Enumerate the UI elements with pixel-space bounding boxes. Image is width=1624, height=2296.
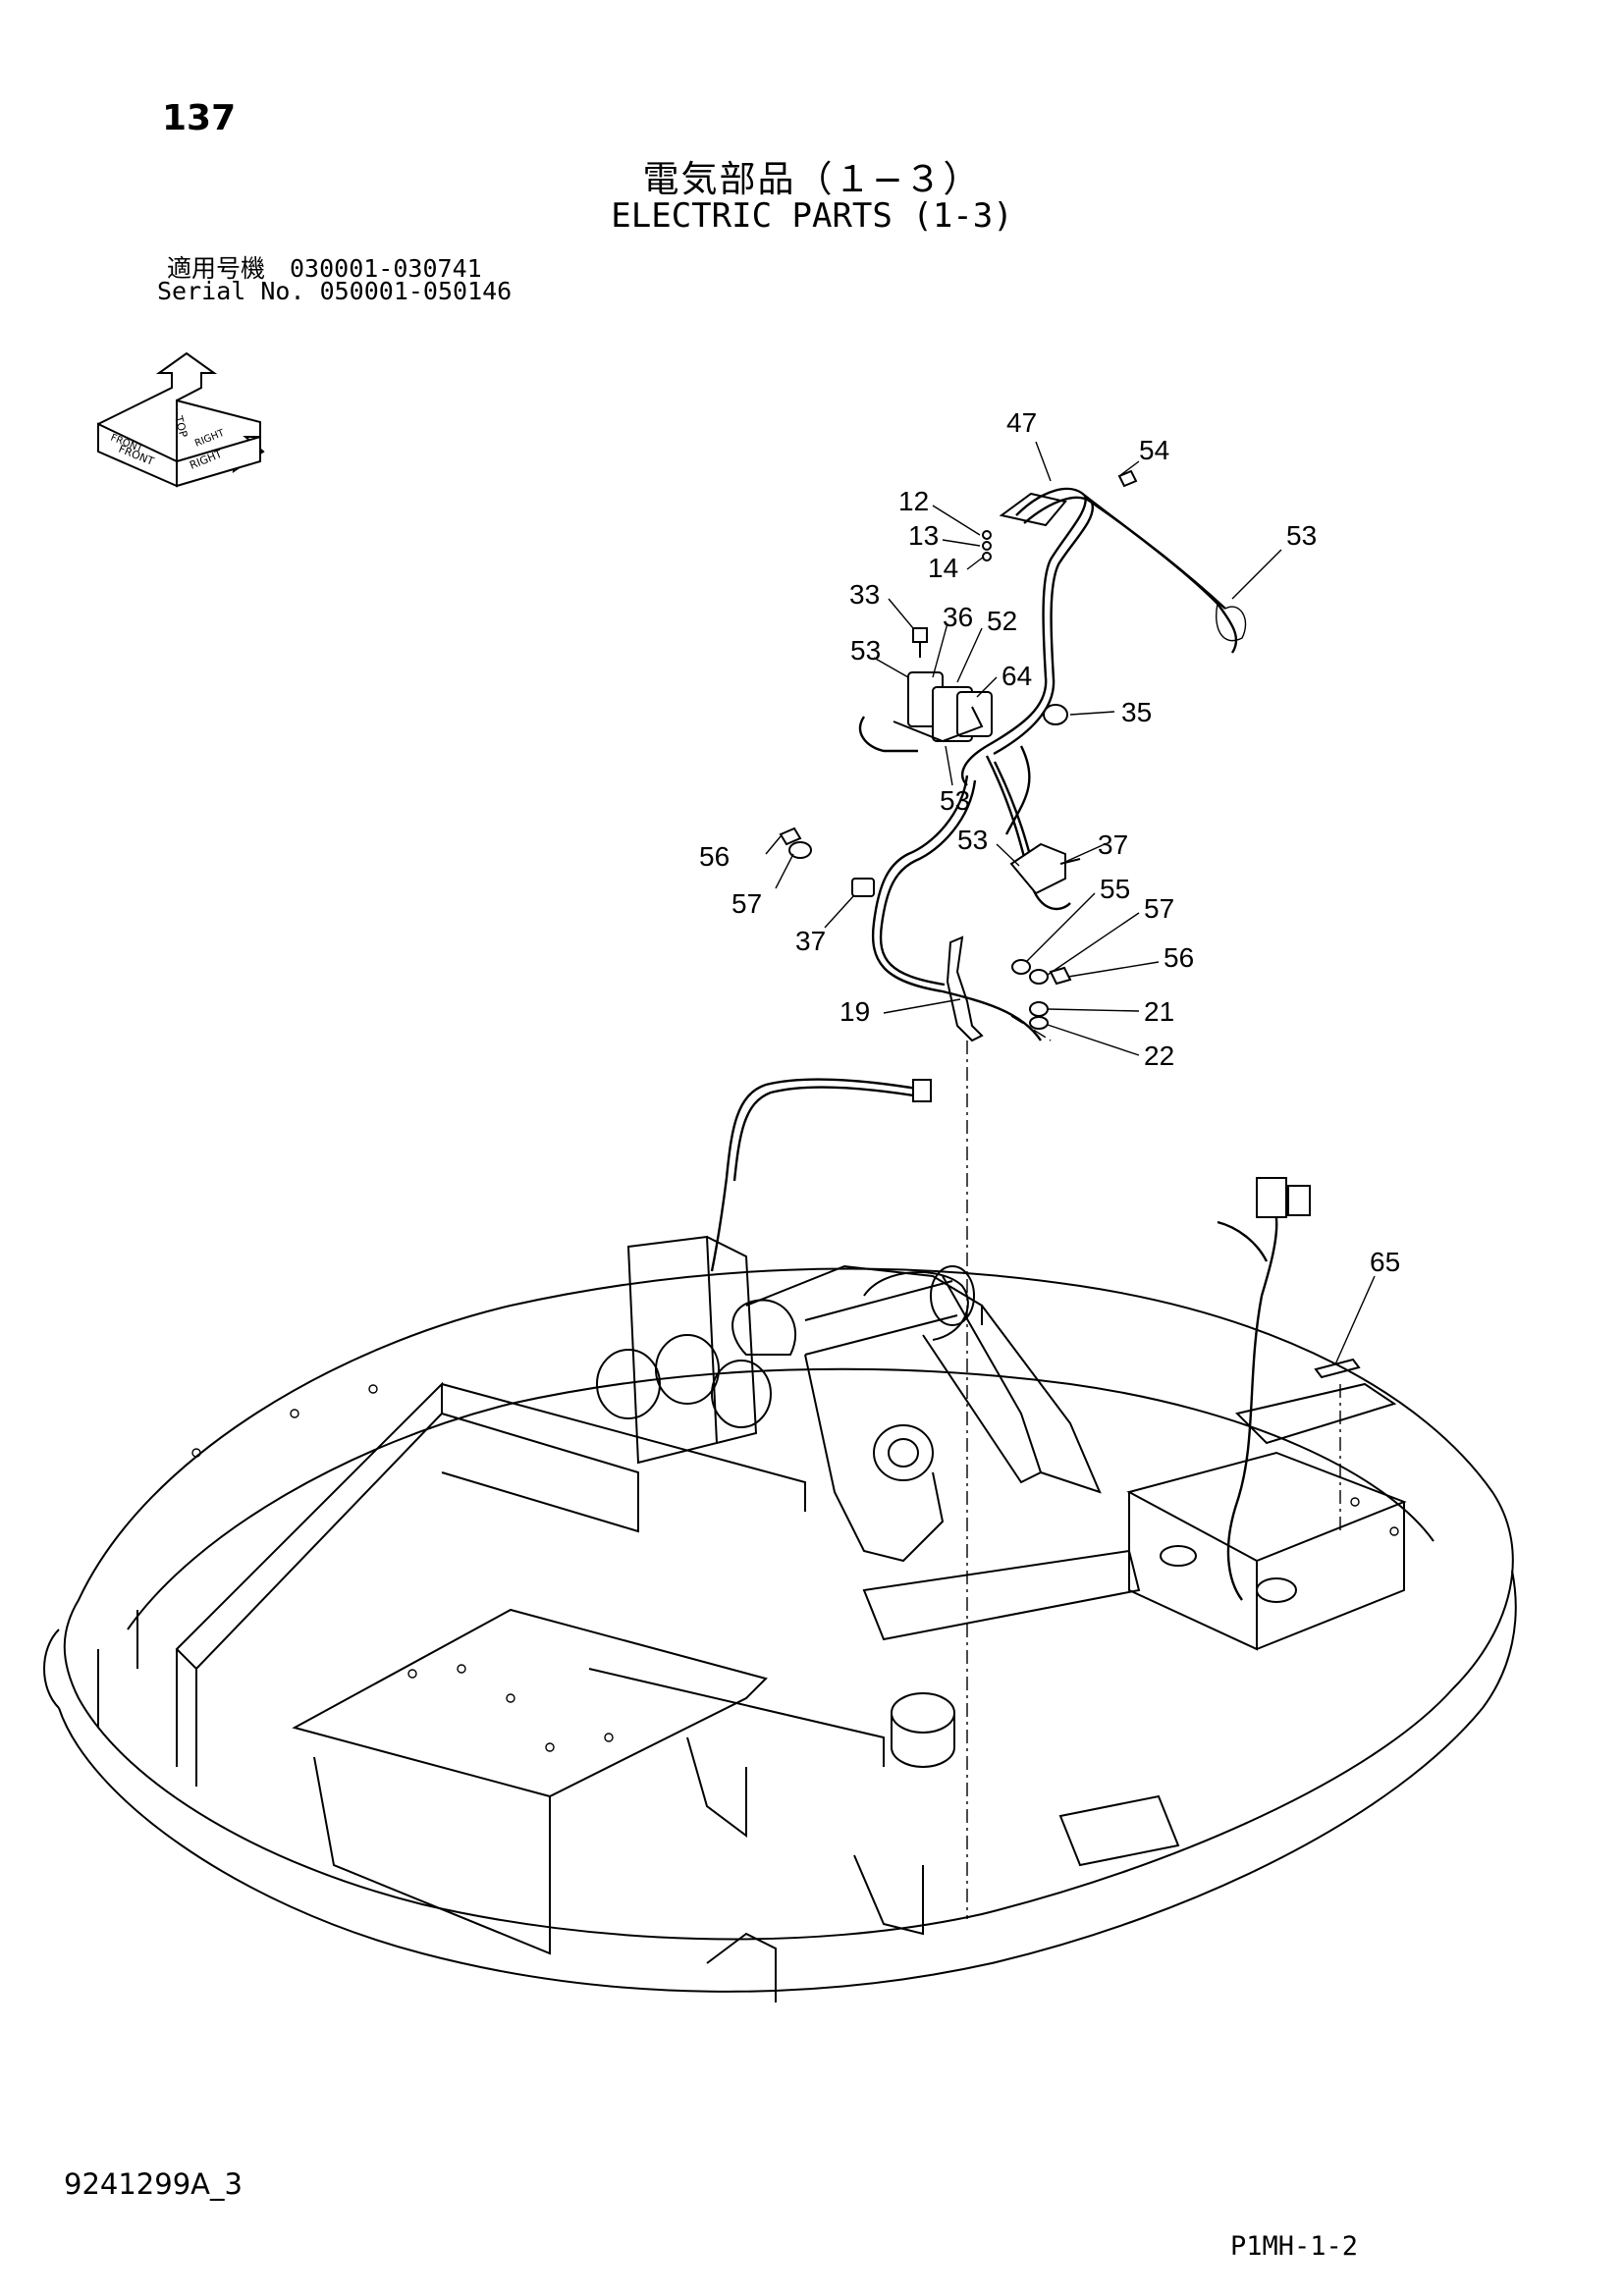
callout-14: 14 (928, 553, 958, 583)
callout-12: 12 (898, 486, 929, 516)
callout-57: 57 (1144, 893, 1174, 924)
drawing-number: 9241299A_3 (64, 2167, 243, 2201)
callout-64: 64 (1001, 661, 1032, 691)
page-title-japanese: 電気部品（１−３） (642, 158, 982, 200)
serial-range-english: Serial No. 050001-050146 (157, 277, 513, 305)
wire-harness-assembly (779, 469, 1247, 1042)
callout-19: 19 (839, 996, 870, 1027)
callout-labels: 47 54 53 12 13 14 33 36 52 53 64 35 53 5… (699, 407, 1400, 1277)
callout-53: 53 (1286, 520, 1317, 551)
orientation-label: TOP (172, 413, 190, 439)
callout-52: 52 (987, 606, 1017, 636)
callout-56: 56 (699, 841, 730, 872)
callout-leaders (765, 441, 1376, 1365)
callout-36: 36 (943, 602, 973, 632)
upper-frame-chassis (43, 1235, 1517, 2002)
callout-21: 21 (1144, 996, 1174, 1027)
chassis-harness (710, 1078, 1361, 1601)
callout-37: 53 (957, 825, 988, 855)
callout-37: 37 (795, 926, 826, 956)
callout-65: 65 (1370, 1247, 1400, 1277)
page-code: P1MH-1-2 (1230, 2231, 1359, 2262)
callout-54: 54 (1139, 435, 1169, 465)
callout-13: 13 (908, 520, 939, 551)
callout-33: 33 (849, 579, 880, 610)
callout-56: 56 (1164, 942, 1194, 973)
callout-53: 53 (940, 785, 970, 816)
callout-35: 35 (1121, 697, 1152, 727)
callout-55: 55 (1100, 874, 1130, 904)
page-title-english: ELECTRIC PARTS (1-3) (611, 196, 1013, 236)
callout-57: 57 (731, 888, 762, 919)
callout-53: 37 (1098, 829, 1128, 860)
orientation-icon: TOP FRONT RIGHT FRONT RIGHT (97, 351, 265, 488)
callout-47: 47 (1006, 407, 1037, 438)
callout-22: 22 (1144, 1041, 1174, 1071)
serial-range-japanese: 適用号機 030001-030741 (167, 254, 482, 283)
callout-53: 53 (850, 635, 881, 666)
page-number: 137 (162, 98, 237, 138)
